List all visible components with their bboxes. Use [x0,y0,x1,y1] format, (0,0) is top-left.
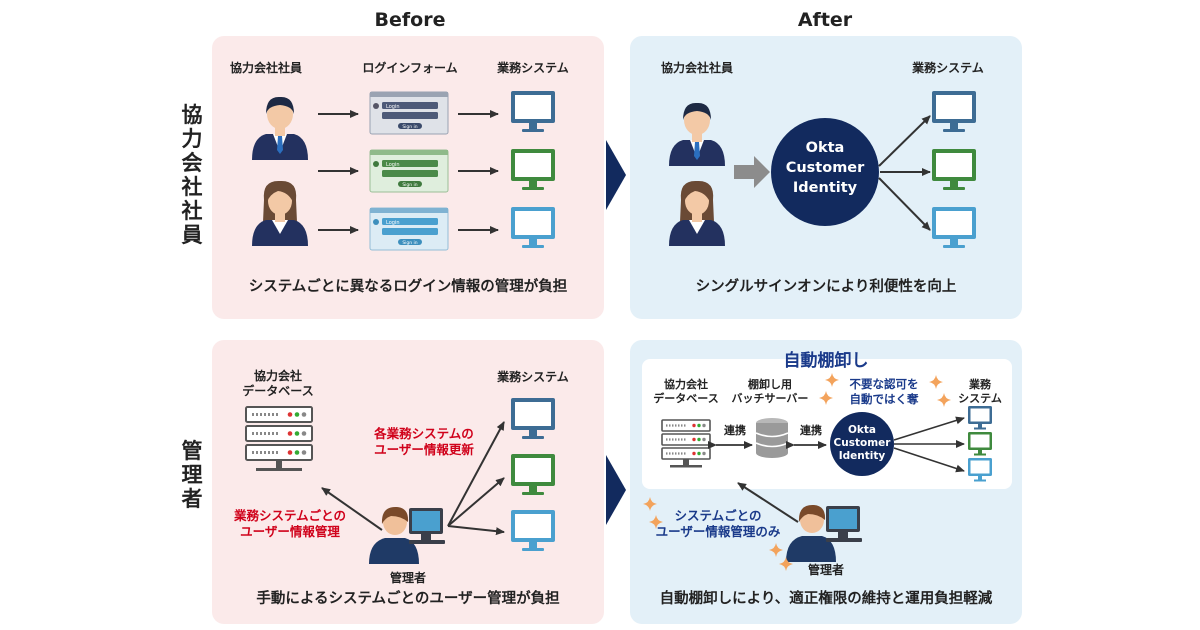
signin-label: Sign in [402,124,417,130]
col-partner-label: 協力会社社員 [661,60,733,75]
link-label: 連携 [800,423,822,437]
row-label-admin: 管理者 [182,439,203,511]
row-label-partner-text: 協力会社社員 [181,103,203,247]
update-note-line: 各業務システムの [373,426,474,441]
remove-note-line: 自動ではく奪 [850,392,919,406]
database-label-line: 協力会社 [254,368,302,383]
okta-label-line: Customer [834,437,892,449]
batch-server-label-line: 棚卸し用 [748,377,792,391]
login-form-icon: Login Sign in [369,149,449,193]
manage-note: 業務システムごとのユーザー情報管理 [233,508,346,539]
okta-label-line: Okta [806,140,845,156]
row-label-admin-text: 管理者 [182,439,203,511]
update-note: 各業務システムのユーザー情報更新 [373,426,474,457]
update-note-line: ユーザー情報更新 [374,442,474,457]
okta-customer-identity-node [771,118,879,226]
okta-label-line: Okta [848,424,876,436]
database-label-line: 協力会社 [664,377,708,391]
col-system-label: 業務システム [911,60,984,75]
login-label: Login [386,220,400,226]
batch-server-icon [755,418,789,458]
database-label: 協力会社データベース [242,368,313,398]
arrow-right-icon [734,156,770,188]
remove-note-line: 不要な認可を [850,377,919,391]
system-label: 業務システム [958,377,1002,405]
bottom-before-caption: 手動によるシステムごとのユーザー管理が負担 [256,589,560,607]
batch-server-label: 棚卸し用バッチサーバー [732,377,809,405]
manage-note-line: 業務システムごとの [233,508,346,523]
login-label: Login [386,162,400,168]
manage-note-line: システムごとの [674,508,761,523]
login-form-icon: Login Sign in [369,207,449,251]
signin-label: Sign in [402,182,417,188]
batch-server-label-line: バッチサーバー [732,392,809,405]
col-system-label: 業務システム [496,369,569,384]
row-label-partner: 協力会社社員 [181,103,203,247]
manage-note-line: ユーザー情報管理 [240,524,340,539]
database-label: 協力会社データベース [653,377,718,405]
remove-note: 不要な認可を自動ではく奪 [850,377,919,406]
col-partner-label: 協力会社社員 [230,60,302,75]
link-label: 連携 [724,423,746,437]
bottom-after-caption: 自動棚卸しにより、適正権限の維持と運用負担軽減 [660,589,993,607]
okta-label-line: Identity [839,450,886,462]
chevron-right-icon [606,140,626,210]
login-form-icon: Login Sign in [369,91,449,135]
admin-label: 管理者 [808,562,844,577]
manage-note-line: ユーザー情報管理のみ [656,524,781,539]
auto-inventory-title: 自動棚卸し [784,350,869,371]
top-before-caption: システムごとに異なるログイン情報の管理が負担 [249,277,568,295]
okta-label-line: Customer [786,160,865,176]
login-label: Login [386,104,400,110]
col-login-label: ログインフォーム [362,60,457,75]
signin-label: Sign in [402,240,417,246]
system-label-line: システム [958,392,1002,405]
admin-label: 管理者 [390,570,426,585]
before-heading: Before [375,9,446,31]
system-label-line: 業務 [968,377,992,391]
okta-label-line: Identity [793,180,858,196]
manage-note: システムごとのユーザー情報管理のみ [656,508,781,539]
chevron-right-icon [606,455,626,525]
database-label-line: データベース [653,391,718,405]
okta-customer-identity-node [830,412,894,476]
after-heading: After [798,9,853,31]
top-after-caption: シングルサインオンにより利便性を向上 [696,277,957,295]
database-label-line: データベース [242,383,313,398]
col-system-label: 業務システム [496,60,569,75]
